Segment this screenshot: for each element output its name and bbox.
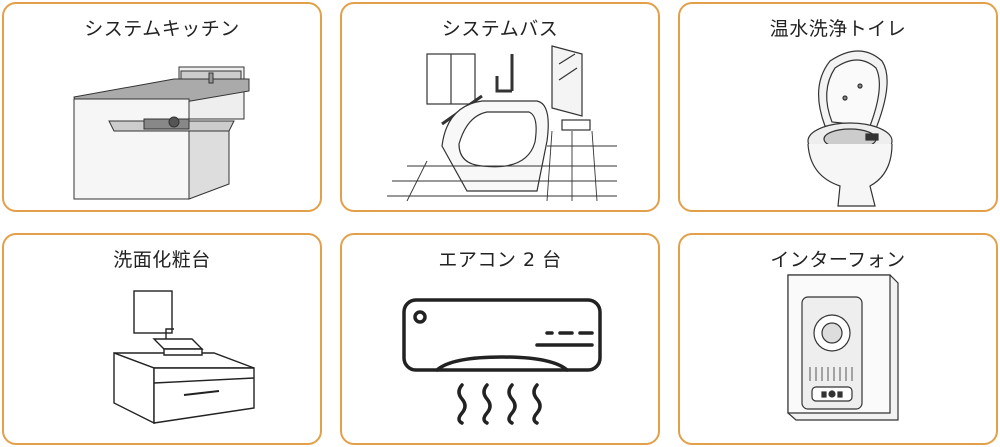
feature-card-washlet-toilet: 温水洗浄トイレ <box>678 2 998 212</box>
feature-card-vanity: 洗面化粧台 <box>2 233 322 445</box>
feature-label: 洗面化粧台 <box>113 249 211 271</box>
feature-label: システムキッチン <box>84 18 240 40</box>
feature-label: システムバス <box>441 18 559 40</box>
washlet-toilet-icon <box>807 50 893 207</box>
feature-label: 温水洗浄トイレ <box>769 18 907 40</box>
system-bath-icon <box>387 45 617 202</box>
feature-card-intercom: インターフォン <box>678 233 998 445</box>
feature-card-system-bath: システムバス <box>340 2 660 212</box>
feature-label: インターフォン <box>770 249 906 271</box>
feature-label: エアコン 2 台 <box>438 249 562 271</box>
feature-card-system-kitchen: システムキッチン <box>2 2 322 212</box>
air-conditioner-icon <box>402 298 602 425</box>
system-kitchen-icon <box>73 66 250 200</box>
vanity-unit-icon <box>113 290 255 425</box>
intercom-icon <box>787 274 899 421</box>
feature-card-air-conditioner: エアコン 2 台 <box>340 233 660 445</box>
